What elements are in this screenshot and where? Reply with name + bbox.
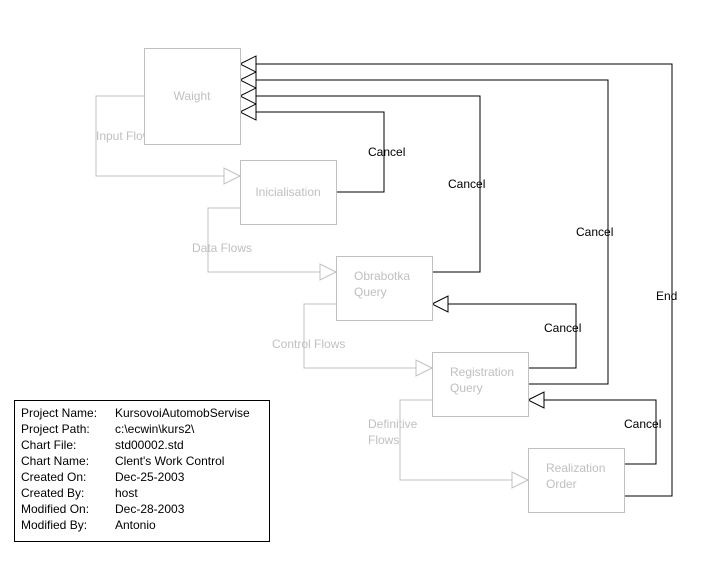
transition-label: Cancel [544,321,581,335]
transition-real-to-reg[interactable]: Cancel [526,391,661,465]
info-value: Clent's Work Control [115,454,225,468]
transition-label: Flows [368,433,399,447]
arrowhead-icon [238,103,257,121]
info-value: Dec-28-2003 [115,502,185,516]
info-key: Created On: [21,470,87,484]
transition-real-to-weight[interactable]: End [238,55,677,497]
info-key: Chart Name: [21,454,90,468]
arrowhead-icon [319,263,338,281]
state-label: Query [450,381,483,395]
state-box[interactable] [144,48,241,145]
transition-label: Data Flows [192,241,252,255]
state-init[interactable]: Inicialisation [240,160,337,225]
transition-label: Definitive [368,417,418,431]
transition-obr-to-weight[interactable]: Cancel [238,87,485,273]
state-label: Obrabotka [354,269,410,283]
info-value: KursovoiAutomobServise [115,406,250,420]
info-row: Chart Name: Clent's Work Control [21,453,269,469]
state-label: Realization [546,461,605,475]
state-label: Inicialisation [255,185,320,199]
transition-label: Input Flows [96,129,157,143]
arrowhead-icon [238,71,257,89]
state-box[interactable] [432,352,529,417]
info-value: Antonio [115,518,156,532]
transition-line[interactable] [448,303,577,369]
transition-line[interactable] [399,399,512,481]
arrowhead-icon [511,471,530,489]
transition-line[interactable] [256,63,673,497]
transition-line[interactable] [256,111,385,193]
info-row: Created On: Dec-25-2003 [21,469,269,485]
transition-init-to-obr[interactable]: Data Flows [192,207,338,281]
arrowhead-icon [223,167,242,185]
transition-label: End [656,289,677,303]
transition-obr-to-reg[interactable]: Control Flows [272,303,434,377]
transition-line[interactable] [544,399,657,465]
info-row: Project Name: KursovoiAutomobServise [21,405,269,421]
transition-label: Cancel [368,145,405,159]
arrowhead-icon [526,391,545,409]
info-row: Project Path: c:\ecwin\kurs2\ [21,421,269,437]
state-label: Order [546,477,577,491]
state-label: Registration [450,365,514,379]
info-key: Created By: [21,486,85,500]
state-box[interactable] [528,448,625,513]
transition-reg-to-obr[interactable]: Cancel [430,295,581,369]
info-key: Modified On: [21,502,90,516]
info-key: Project Name: [21,406,98,420]
transition-reg-to-weight[interactable]: Cancel [238,71,613,385]
info-value: Dec-25-2003 [115,470,185,484]
transition-label: Cancel [576,225,613,239]
state-label: Waight [174,89,212,103]
state-label: Query [354,285,387,299]
info-value: c:\ecwin\kurs2\ [115,422,195,436]
transition-line[interactable] [95,95,224,177]
info-key: Modified By: [21,518,88,532]
state-box[interactable] [240,160,337,225]
arrowhead-icon [415,359,434,377]
arrowhead-icon [238,87,257,105]
transition-label: Cancel [624,417,661,431]
transition-init-to-weight[interactable]: Cancel [238,103,405,193]
info-row: Modified On: Dec-28-2003 [21,501,269,517]
state-weight[interactable]: Waight [144,48,241,145]
info-row: Modified By: Antonio [21,517,269,533]
transition-line[interactable] [256,95,481,273]
transition-line[interactable] [303,303,416,369]
arrowhead-icon [430,295,449,313]
arrowhead-icon [238,55,257,73]
transition-label: Cancel [448,177,485,191]
info-key: Project Path: [21,422,90,436]
info-key: Chart File: [21,438,77,452]
info-value: std00002.std [115,438,184,452]
transition-weight-to-init[interactable]: Input Flows [95,95,242,185]
transition-label: Control Flows [272,337,345,351]
info-row: Created By: host [21,485,269,501]
info-value: host [115,486,138,500]
state-box[interactable] [336,256,433,321]
info-row: Chart File: std00002.std [21,437,269,453]
transition-line[interactable] [207,207,320,273]
transition-line[interactable] [256,79,609,385]
